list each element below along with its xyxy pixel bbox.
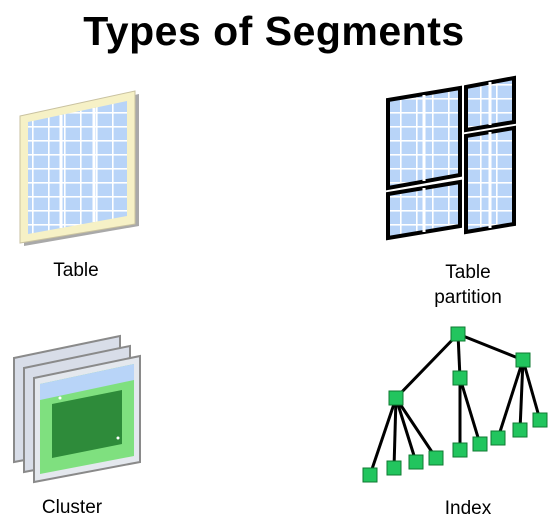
cluster-label: Cluster [41, 497, 103, 518]
index-tree-icon [362, 326, 548, 483]
index-label: Index [444, 498, 492, 519]
table-partition-label-line2: partition [434, 287, 502, 308]
table-icon [19, 90, 139, 246]
table-partition-icon [386, 75, 516, 241]
table-label: Table [53, 260, 99, 281]
table-partition-label-line1: Table [445, 262, 491, 283]
diagram-title: Types of Segments [83, 8, 465, 54]
cluster-icon [13, 334, 141, 484]
